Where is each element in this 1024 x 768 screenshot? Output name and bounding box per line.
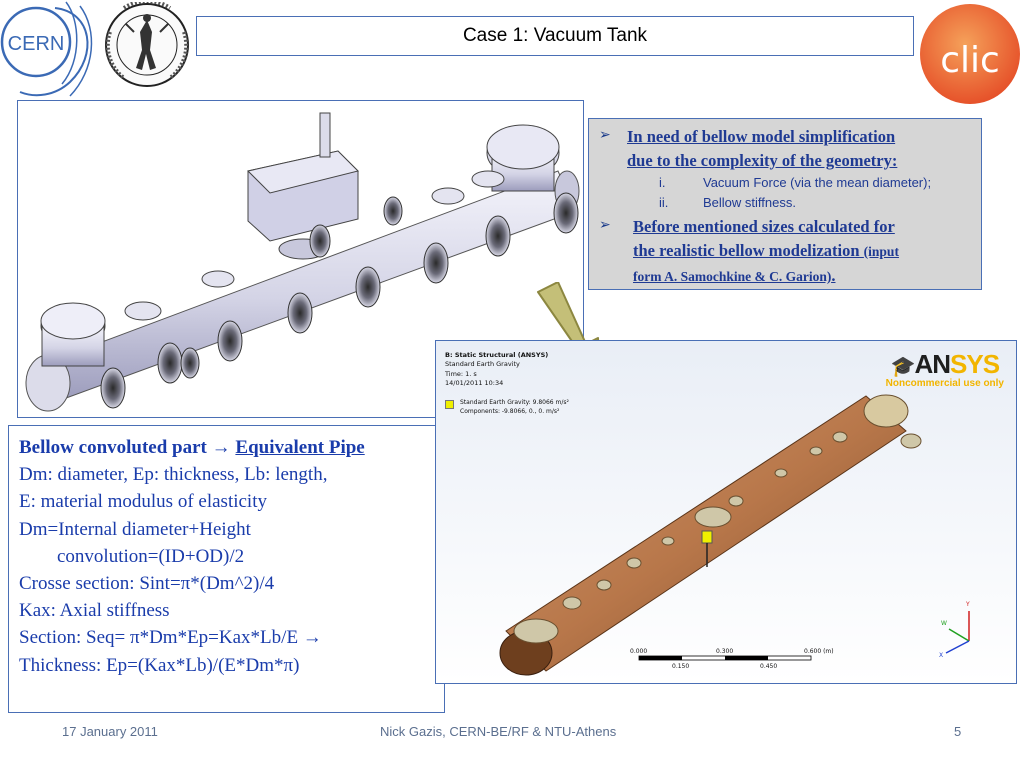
svg-text:clic: clic xyxy=(940,40,1000,81)
bellow-heading: Bellow convoluted part → Equivalent Pipe xyxy=(19,437,365,458)
text-line: Kax: Axial stiffness xyxy=(19,600,170,622)
bullet-arrow-icon: ➢ xyxy=(599,128,611,143)
note-item-sizes-calculated: ➢ Before mentioned sizes calculated for … xyxy=(599,217,899,285)
text-line: Dm: diameter, Ep: thickness, Lb: length, xyxy=(19,464,328,486)
scale-label: 0.600 (m) xyxy=(804,648,834,655)
bullet-arrow-icon: ➢ xyxy=(599,218,611,233)
ntua-logo xyxy=(105,2,189,87)
axis-triad xyxy=(945,611,970,654)
text-line: Crosse section: Sint=π*(Dm^2)/4 xyxy=(19,573,275,595)
note-item-simplification: ➢ In need of bellow model simplification… xyxy=(599,127,898,170)
scale-label: 0.150 xyxy=(672,663,690,670)
sub-item-bellow-stiffness: ii. Bellow stiffness. xyxy=(659,195,796,210)
slide-title: Case 1: Vacuum Tank xyxy=(196,16,914,56)
axis-label: W xyxy=(941,620,947,627)
legend-swatch-icon xyxy=(445,400,454,409)
text-line: E: material modulus of elasticity xyxy=(19,491,267,513)
notes-box: ➢ In need of bellow model simplification… xyxy=(588,118,982,290)
sub-item-vacuum-force: i. Vacuum Force (via the mean diameter); xyxy=(659,175,932,190)
scale-label: 0.000 xyxy=(630,648,648,655)
ansys-legend: Standard Earth Gravity: 9.8066 m/s² Comp… xyxy=(445,399,569,416)
clic-logo: clic xyxy=(920,4,1020,104)
text-line: convolution=(ID+OD)/2 xyxy=(57,545,245,567)
footer-date: 17 January 2011 xyxy=(62,724,158,739)
text-line: Dm=Internal diameter+Height xyxy=(19,518,251,540)
bellow-equations-box: Bellow convoluted part → Equivalent Pipe… xyxy=(8,425,445,713)
graduation-cap-icon: 🎓 xyxy=(890,356,916,378)
text-line: Section: Seq= π*Dm*Ep=Kax*Lb/E → xyxy=(19,627,322,649)
text-line: Thickness: Ep=(Kax*Lb)/(E*Dm*π) xyxy=(19,654,300,676)
page-number: 5 xyxy=(954,724,962,739)
axis-label: X xyxy=(939,652,944,659)
scale-label: 0.300 xyxy=(716,648,734,655)
svg-text:CERN: CERN xyxy=(8,33,65,55)
ansys-info-text: B: Static Structural (ANSYS) Standard Ea… xyxy=(445,351,549,388)
cern-logo: CERN xyxy=(0,1,93,97)
axis-label: Y xyxy=(966,601,970,608)
scale-label: 0.450 xyxy=(760,663,778,670)
ansys-logo: 🎓ANSYS Noncommercial use only xyxy=(885,349,1004,389)
footer-author: Nick Gazis, CERN-BE/RF & NTU-Athens xyxy=(380,724,617,739)
ansys-simulation-image: B: Static Structural (ANSYS) Standard Ea… xyxy=(435,340,1017,684)
scale-bar xyxy=(638,655,812,661)
